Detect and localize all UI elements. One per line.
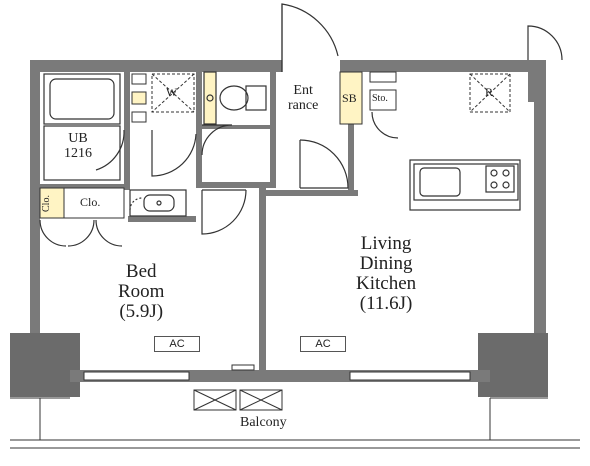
ac-unit-bedroom: AC bbox=[154, 336, 200, 352]
bedroom-line1: Bed bbox=[125, 261, 157, 282]
windows bbox=[83, 364, 471, 381]
room-label-entrance: Ent rance bbox=[288, 83, 319, 113]
washer-space bbox=[131, 73, 195, 123]
storage-blocks bbox=[39, 71, 397, 219]
room-label-closet: Clo. bbox=[80, 195, 101, 209]
room-label-balcony: Balcony bbox=[240, 415, 287, 430]
doors bbox=[39, 3, 563, 247]
room-label-ldk: Living Dining Kitchen (11.6J) bbox=[356, 234, 416, 314]
entrance-line1: Ent bbox=[293, 83, 313, 98]
room-label-bath: UB 1216 bbox=[64, 131, 92, 161]
room-label-closet-small: Clo. bbox=[41, 195, 52, 212]
bath-line2: 1216 bbox=[64, 145, 92, 161]
room-label-washer: W bbox=[166, 85, 178, 99]
fridge-space bbox=[469, 73, 511, 113]
room-label-storage: Sto. bbox=[372, 93, 388, 104]
ldk-line3: Kitchen bbox=[356, 272, 417, 294]
entrance-line2: rance bbox=[288, 97, 319, 113]
room-label-fridge: R bbox=[485, 85, 494, 99]
washbasin bbox=[129, 189, 187, 217]
room-label-bedroom: Bed Room (5.9J) bbox=[118, 262, 164, 322]
bedroom-line3: (5.9J) bbox=[119, 300, 164, 322]
balcony-area bbox=[10, 389, 580, 449]
room-label-shoe-box: SB bbox=[342, 91, 357, 105]
walls bbox=[10, 60, 548, 397]
ldk-line4: (11.6J) bbox=[359, 292, 413, 314]
bathtub bbox=[43, 73, 121, 181]
ldk-line2: Dining bbox=[359, 252, 413, 274]
bath-line1: UB bbox=[68, 131, 88, 146]
toilet bbox=[203, 71, 267, 125]
bedroom-line2: Room bbox=[118, 280, 165, 302]
ac-unit-ldk: AC bbox=[300, 336, 346, 352]
kitchen-counter bbox=[409, 159, 521, 211]
ldk-line1: Living bbox=[360, 233, 412, 254]
